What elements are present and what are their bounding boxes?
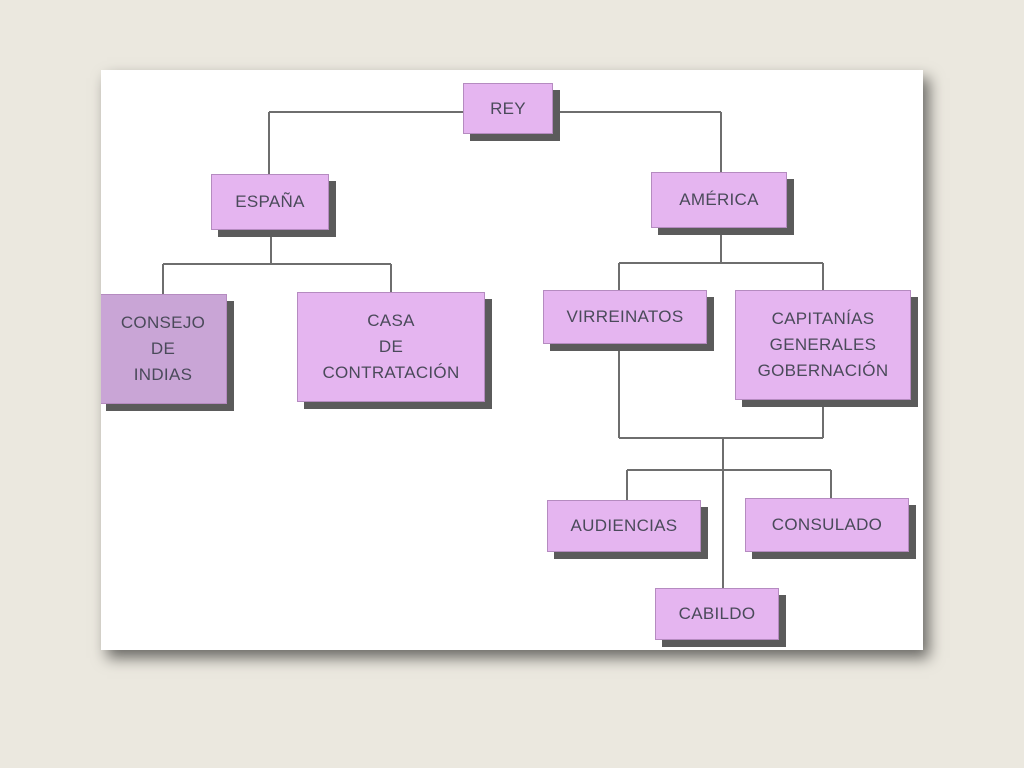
node-label-line: CONSULADO	[771, 515, 883, 534]
node-label-line: ESPAÑA	[235, 192, 305, 211]
node-label-line: INDIAS	[133, 365, 193, 384]
node-label-line: REY	[490, 98, 526, 118]
diagram-frame: REY ESPAÑA AMÉRICA CONSEJO DE INDIAS CASA D…	[101, 70, 923, 650]
node-rey: REY	[463, 83, 553, 134]
node-cabildo-label: CABILDO	[679, 601, 756, 627]
connector-lines	[162, 111, 832, 590]
node-casa-de-contratacion: CASA DE CONTRATACIÓN	[297, 292, 485, 402]
node-rey-label: REY	[490, 96, 526, 122]
node-label-line: CONTRATACIÓN	[322, 363, 460, 382]
node-casa-de-contratacion-label: CASA DE CONTRATACIÓN	[322, 308, 459, 386]
node-consulado: CONSULADO	[745, 498, 909, 552]
node-virreinatos-label: VIRREINATOS	[567, 304, 684, 330]
node-consulado-label: CONSULADO	[772, 512, 882, 538]
node-label-line: CAPITANÍAS	[771, 309, 875, 328]
node-audiencias: AUDIENCIAS	[547, 500, 701, 552]
node-america: AMÉRICA	[651, 172, 787, 228]
node-label-line: GENERALES	[769, 335, 877, 354]
node-label-line: CASA	[367, 311, 415, 330]
node-consejo-de-indias: CONSEJO DE INDIAS	[101, 294, 227, 404]
node-label-line: AMÉRICA	[679, 190, 759, 209]
node-consejo-de-indias-label: CONSEJO DE INDIAS	[121, 310, 205, 388]
node-label-line: AUDIENCIAS	[570, 516, 678, 535]
node-espana-label: ESPAÑA	[235, 189, 305, 215]
node-espana: ESPAÑA	[211, 174, 329, 230]
node-label-line: VIRREINATOS	[566, 307, 684, 326]
node-audiencias-label: AUDIENCIAS	[571, 513, 678, 539]
node-label-line: CABILDO	[678, 604, 756, 623]
node-capitanias-generales-gobernacion-label: CAPITANÍAS GENERALES GOBERNACIÓN	[758, 306, 889, 384]
node-label-line: DE	[150, 339, 176, 358]
node-label-line: DE	[378, 337, 404, 356]
node-label-line: CONSEJO	[120, 313, 206, 332]
node-label-line: GOBERNACIÓN	[757, 361, 889, 380]
node-capitanias-generales-gobernacion: CAPITANÍAS GENERALES GOBERNACIÓN	[735, 290, 911, 400]
node-virreinatos: VIRREINATOS	[543, 290, 707, 344]
node-america-label: AMÉRICA	[679, 187, 759, 213]
node-cabildo: CABILDO	[655, 588, 779, 640]
